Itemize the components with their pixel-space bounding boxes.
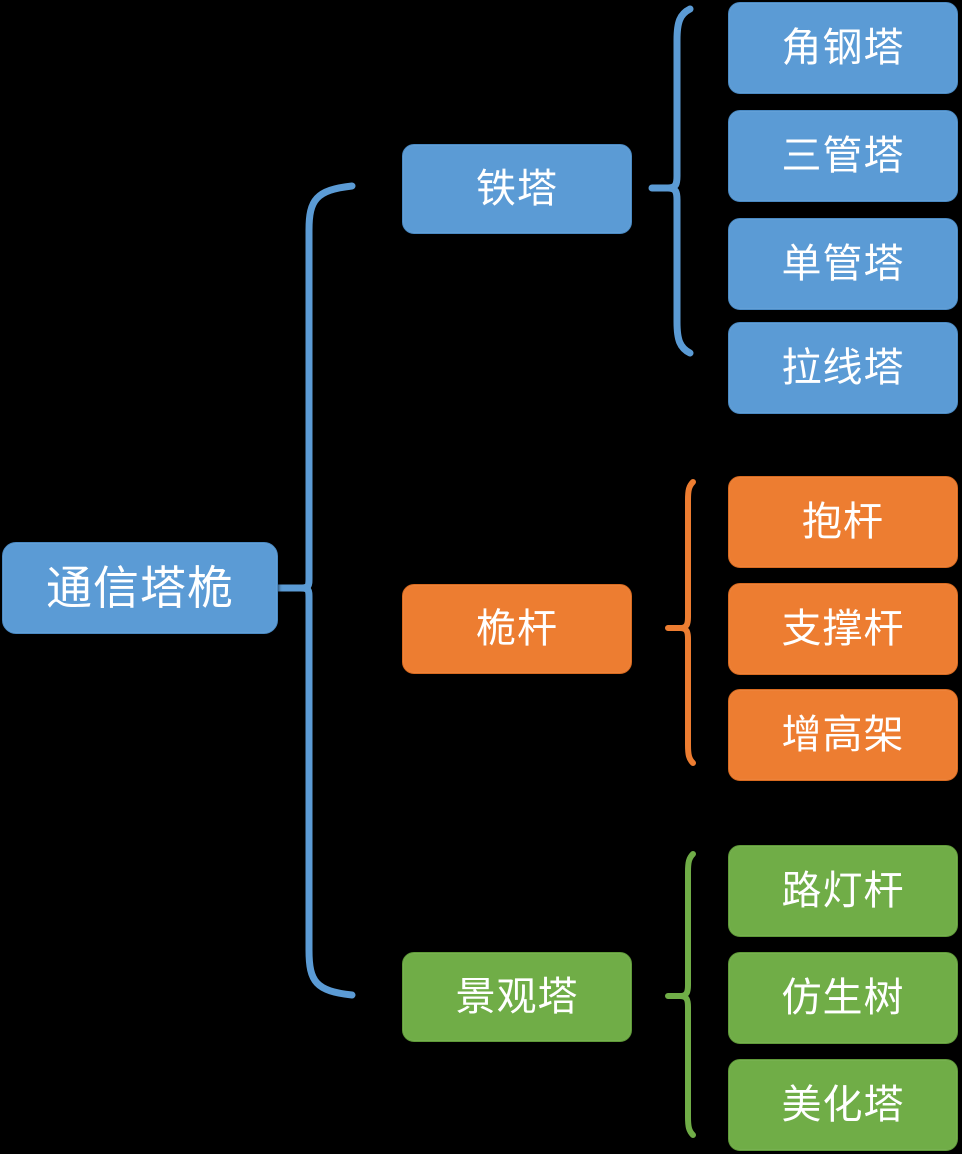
leaf-node-holding-pole[interactable]: 抱杆 [728,476,958,568]
leaf-node-support-pole[interactable]: 支撑杆 [728,583,958,675]
leaf-node-three-tube-tower[interactable]: 三管塔 [728,110,958,202]
leaf-node-single-tube-tower[interactable]: 单管塔 [728,218,958,310]
branch-node-landscape-tower[interactable]: 景观塔 [402,952,632,1042]
branch-node-iron-tower[interactable]: 铁塔 [402,144,632,234]
leaf-node-beautified-tower[interactable]: 美化塔 [728,1059,958,1151]
main-brace-root-lower [296,584,356,999]
root-node-communication-tower-mast[interactable]: 通信塔桅 [2,542,278,634]
leaf-node-bionic-tree[interactable]: 仿生树 [728,952,958,1044]
leaf-node-angle-steel-tower[interactable]: 角钢塔 [728,2,958,94]
brace-blue-upper [648,5,694,192]
leaf-node-street-lamp-pole[interactable]: 路灯杆 [728,845,958,937]
brace-green-lower [677,993,696,1138]
main-brace-root [274,182,356,592]
brace-green-upper [665,851,696,999]
brace-orange-lower [677,625,696,766]
brace-orange-upper [665,479,696,631]
branch-node-mast[interactable]: 桅杆 [402,584,632,674]
brace-blue-lower [664,184,694,357]
leaf-node-guyed-tower[interactable]: 拉线塔 [728,322,958,414]
leaf-node-height-extension-frame[interactable]: 增高架 [728,689,958,781]
